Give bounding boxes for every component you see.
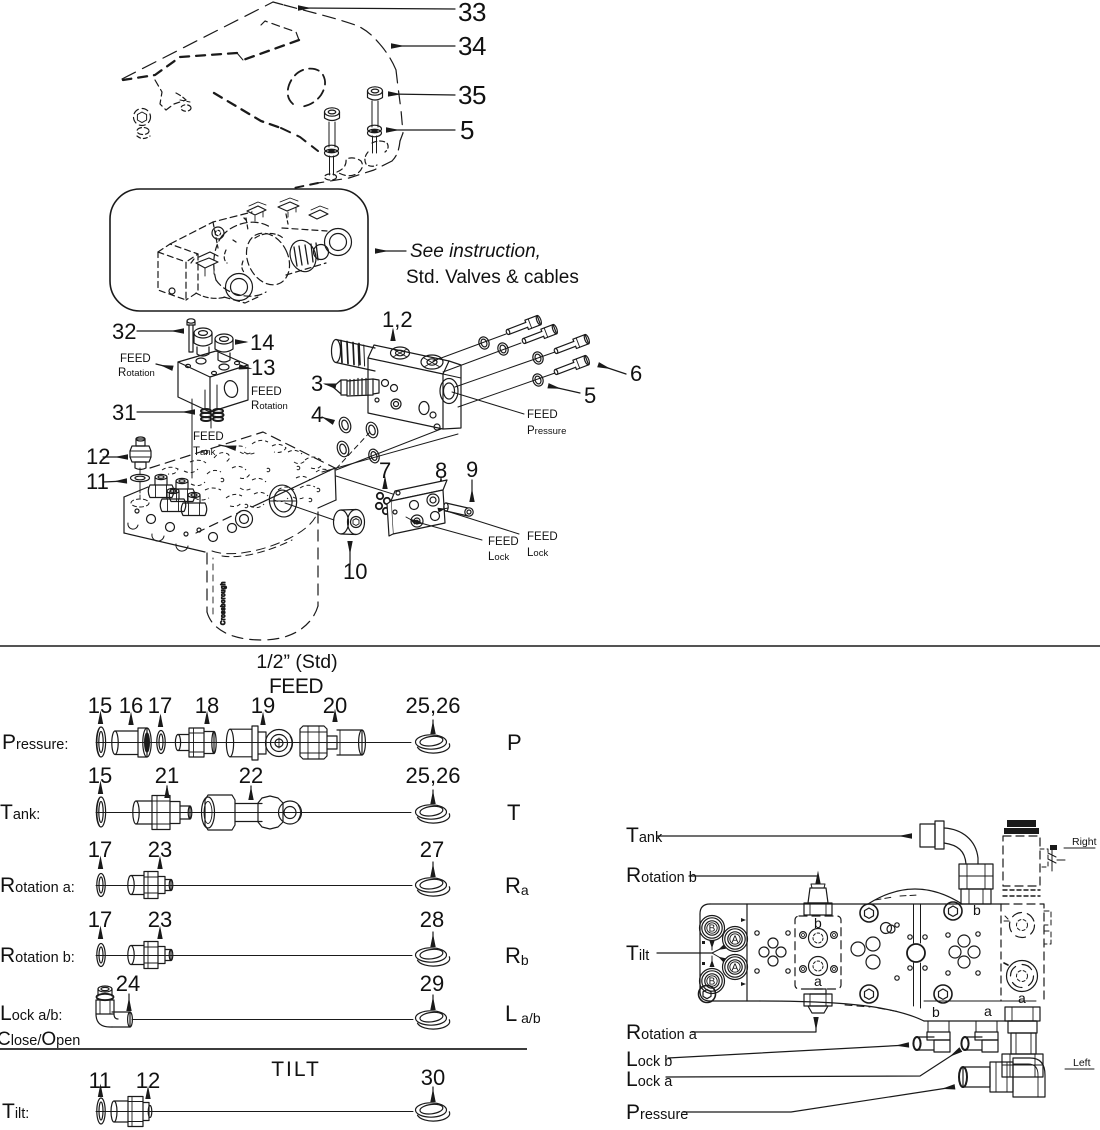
svg-text:33: 33 (458, 0, 486, 27)
svg-text:Lock a/b:: Lock a/b: (0, 1002, 62, 1025)
svg-text:17: 17 (88, 837, 112, 862)
svg-text:10: 10 (343, 559, 367, 584)
svg-text:Rotation b:: Rotation b: (0, 944, 75, 967)
svg-text:Pressure: Pressure (527, 425, 566, 437)
svg-text:Tilt:: Tilt: (2, 1100, 29, 1123)
svg-text:Rotation: Rotation (251, 400, 288, 412)
svg-text:6: 6 (630, 361, 642, 386)
svg-text:a: a (1018, 990, 1026, 1006)
svg-text:25,26: 25,26 (405, 693, 460, 718)
svg-text:A: A (732, 963, 739, 974)
svg-text:P: P (507, 730, 522, 755)
svg-text:Std. Valves & cables: Std. Valves & cables (406, 267, 579, 288)
svg-text:B: B (709, 977, 716, 988)
svg-text:24: 24 (116, 971, 140, 996)
svg-text:18: 18 (195, 693, 219, 718)
svg-text:13: 13 (251, 355, 275, 380)
svg-text:14: 14 (250, 330, 274, 355)
svg-text:Rotation b: Rotation b (626, 864, 697, 887)
svg-text:b: b (973, 902, 981, 918)
svg-text:3: 3 (311, 371, 323, 396)
svg-text:B: B (709, 924, 716, 935)
svg-text:a: a (984, 1003, 992, 1019)
svg-text:Rotation a: Rotation a (626, 1021, 698, 1044)
svg-text:Close/Open: Close/Open (0, 1029, 80, 1050)
svg-text:12: 12 (86, 444, 110, 469)
svg-text:8: 8 (435, 458, 447, 483)
svg-text:5: 5 (584, 383, 596, 408)
svg-text:Lock a: Lock a (626, 1068, 673, 1091)
svg-text:b: b (814, 915, 822, 931)
svg-text:FEED: FEED (527, 531, 558, 543)
svg-text:Left: Left (1073, 1057, 1091, 1069)
svg-text:Lock: Lock (488, 551, 509, 563)
svg-text:a: a (814, 973, 822, 989)
svg-text:See instruction,: See instruction, (410, 241, 541, 262)
svg-text:FEED: FEED (269, 675, 323, 698)
svg-text:30: 30 (421, 1065, 445, 1090)
svg-text:Crossborough: Crossborough (221, 581, 227, 625)
svg-text:11: 11 (89, 1068, 112, 1093)
svg-text:34: 34 (458, 31, 486, 61)
svg-text:1,2: 1,2 (382, 307, 413, 332)
svg-text:TILT: TILT (271, 1058, 321, 1081)
svg-text:17: 17 (88, 907, 112, 932)
svg-text:23: 23 (148, 837, 172, 862)
svg-text:20: 20 (323, 693, 347, 718)
svg-text:25,26: 25,26 (405, 763, 460, 788)
svg-text:A: A (732, 935, 739, 946)
svg-text:Tilt: Tilt (626, 942, 649, 965)
svg-text:Rotation a:: Rotation a: (0, 874, 75, 897)
svg-text:b: b (932, 1004, 940, 1020)
svg-text:9: 9 (466, 457, 478, 482)
svg-text:22: 22 (239, 763, 263, 788)
svg-text:Right: Right (1072, 836, 1097, 848)
svg-text:29: 29 (420, 971, 444, 996)
svg-text:FEED: FEED (120, 353, 151, 365)
svg-text:16: 16 (119, 693, 143, 718)
svg-text:15: 15 (88, 763, 112, 788)
svg-text:35: 35 (458, 80, 486, 110)
svg-text:FEED: FEED (251, 386, 282, 398)
svg-text:T: T (507, 800, 520, 825)
svg-text:32: 32 (112, 319, 136, 344)
svg-text:28: 28 (420, 907, 444, 932)
svg-text:Lock: Lock (527, 547, 548, 559)
svg-text:23: 23 (148, 907, 172, 932)
svg-text:Pressure: Pressure (626, 1101, 688, 1124)
svg-text:Lock b: Lock b (626, 1048, 672, 1071)
svg-text:11: 11 (86, 469, 109, 494)
svg-text:Tank:: Tank: (0, 801, 40, 824)
svg-text:Pressure:: Pressure: (2, 731, 68, 754)
svg-text:7: 7 (379, 458, 391, 483)
svg-text:19: 19 (251, 693, 275, 718)
svg-text:5: 5 (460, 115, 474, 145)
svg-text:FEED: FEED (488, 536, 519, 548)
svg-text:31: 31 (112, 400, 136, 425)
svg-text:27: 27 (420, 837, 444, 862)
svg-text:21: 21 (155, 763, 179, 788)
svg-text:17: 17 (148, 693, 172, 718)
svg-text:Rotation: Rotation (118, 367, 155, 379)
svg-text:4: 4 (311, 402, 323, 427)
svg-text:15: 15 (88, 693, 112, 718)
svg-text:Tank: Tank (626, 824, 663, 847)
svg-text:12: 12 (136, 1068, 160, 1093)
svg-text:1/2” (Std): 1/2” (Std) (256, 651, 337, 673)
svg-text:FEED: FEED (527, 409, 558, 421)
svg-text:FEED: FEED (193, 431, 224, 443)
